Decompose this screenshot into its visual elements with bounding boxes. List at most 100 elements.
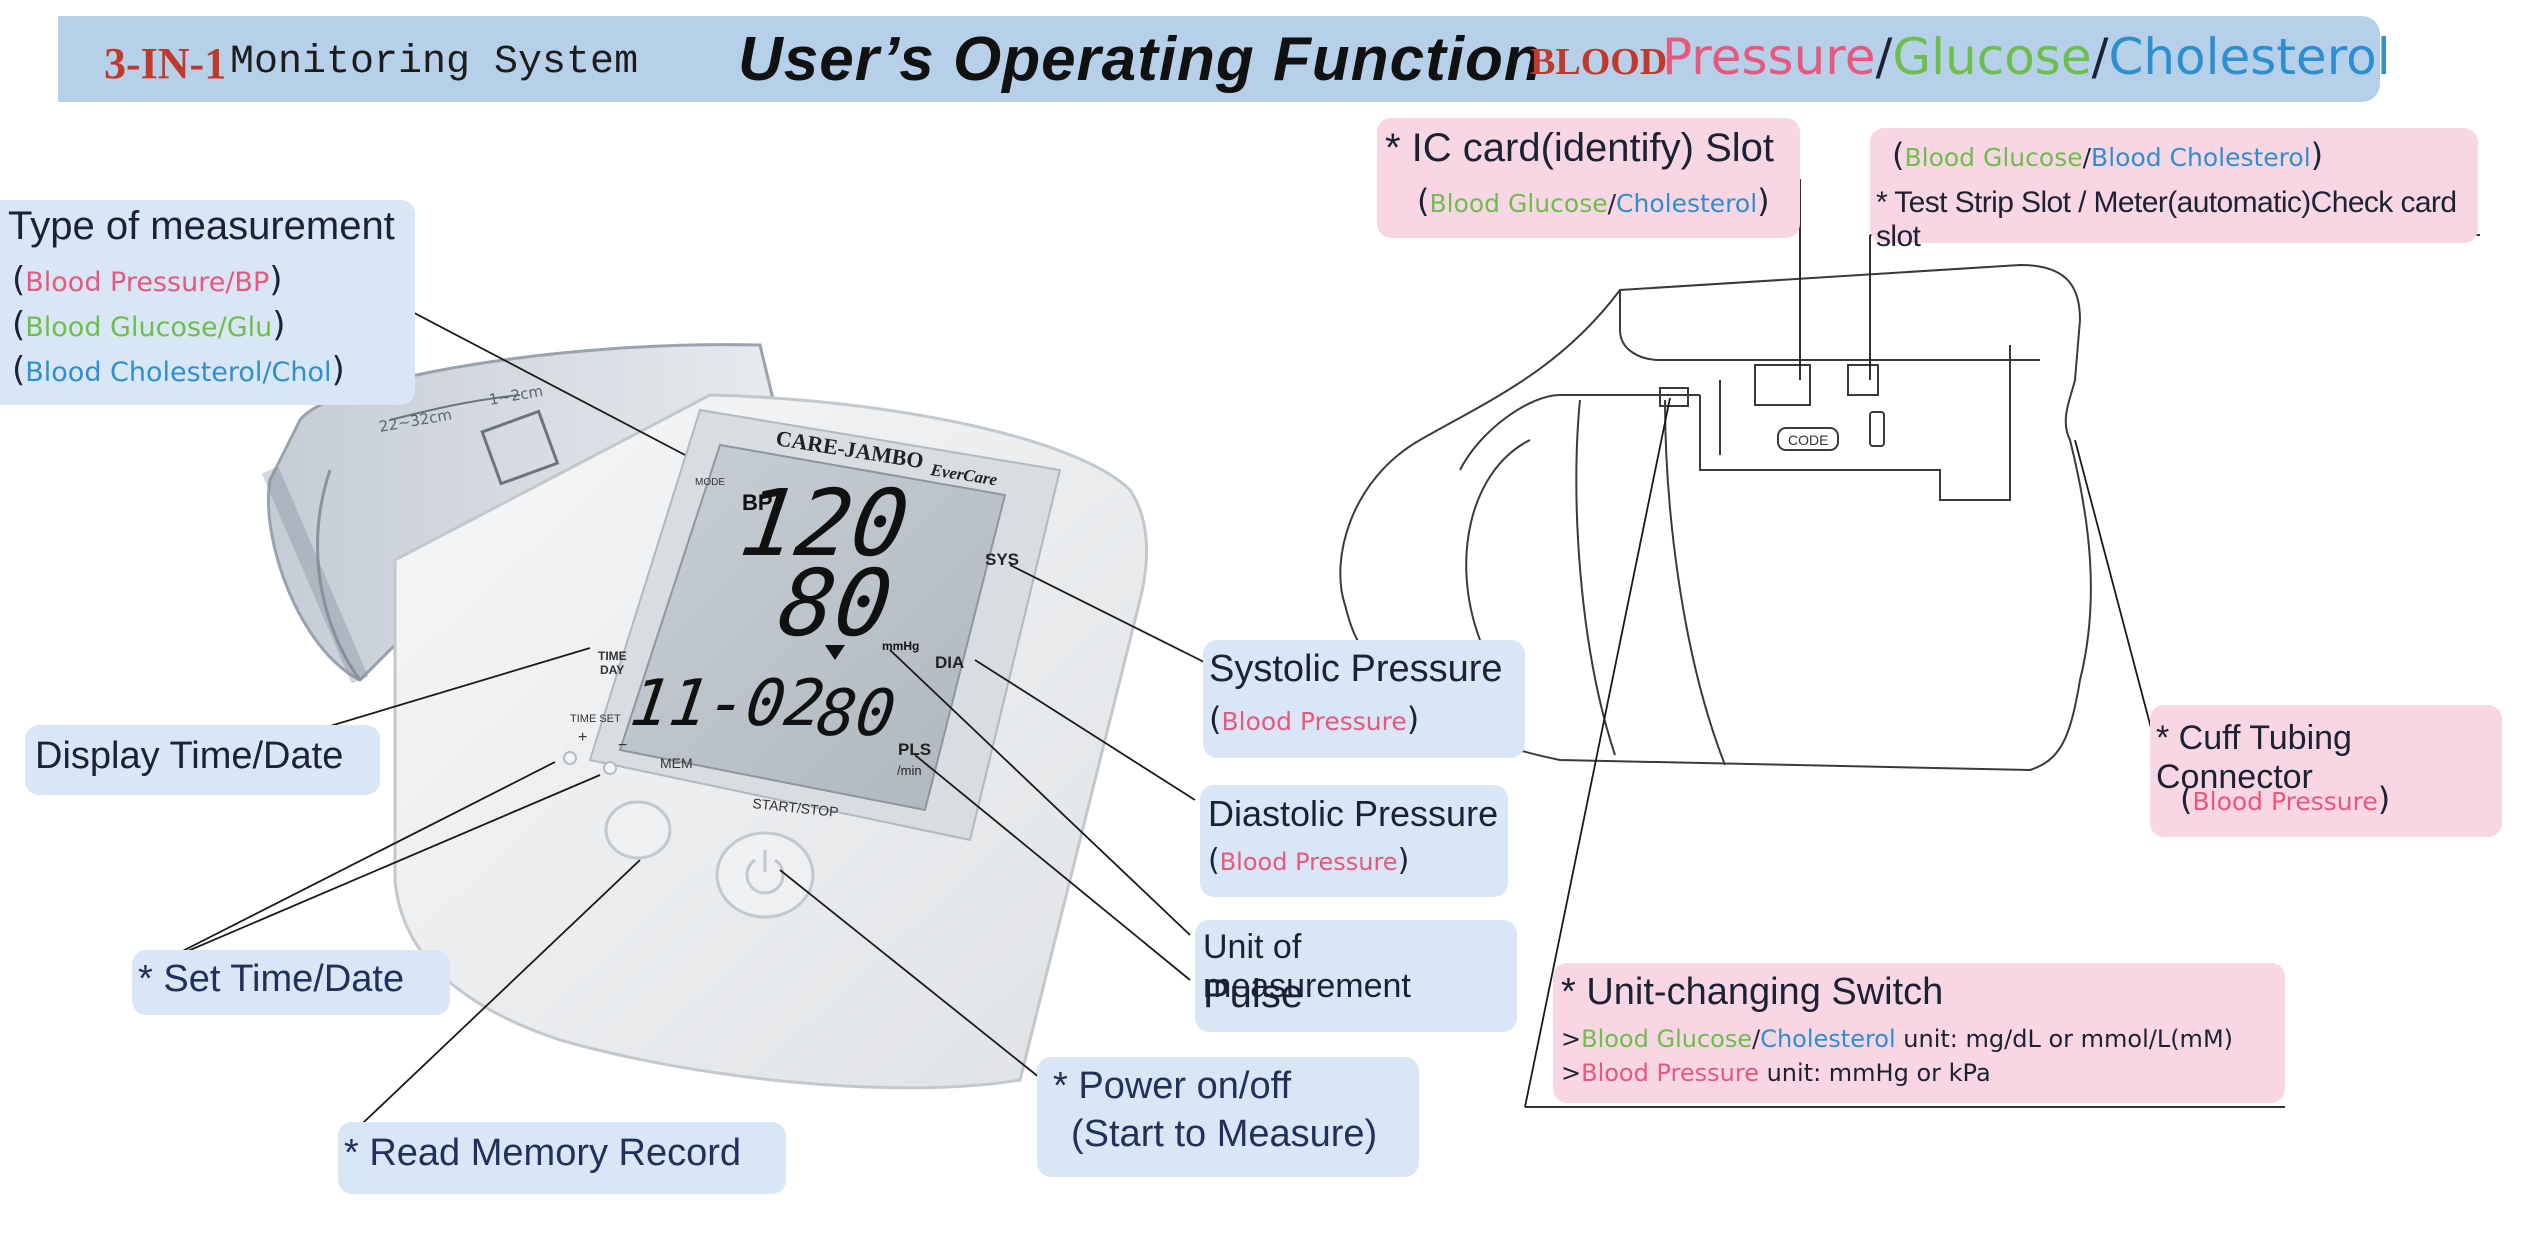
header-measurements: Pressure/Glucose/Cholesterol <box>1662 28 2391 86</box>
systolic-readout: 120 <box>734 469 915 576</box>
pulse-readout: 80 <box>812 676 900 751</box>
callout-power: * Power on/off (Start to Measure) <box>1037 1057 1419 1177</box>
callout-sub-glucose: Blood Glucose <box>1429 189 1608 218</box>
callout-title: * Read Memory Record <box>344 1132 742 1174</box>
paren: ( <box>12 350 26 390</box>
header-banner: 3-IN-1 Monitoring System User’s Operatin… <box>58 16 2391 102</box>
unit-readout: mmHg <box>882 639 919 653</box>
callout-unit-pulse: Unit of measurement Pulse <box>1195 920 1517 1032</box>
callout-sub-label: Blood Pressure <box>1219 848 1398 876</box>
measurement-glu: (Blood Glucose/Glu) <box>12 305 286 345</box>
mem-label: MEM <box>660 755 693 771</box>
header-slash: / <box>2091 28 2109 86</box>
heart-icon <box>825 645 845 660</box>
power-button[interactable] <box>715 831 815 919</box>
measurement-bp-label: Blood Pressure/BP <box>25 267 270 298</box>
measurement-chol-label: Blood Cholesterol/Chol <box>25 357 332 388</box>
paren: ) <box>1397 843 1410 878</box>
callout-title: * IC card(identify) Slot <box>1385 126 1775 170</box>
time-day-label: DAY <box>600 663 624 677</box>
callout-title: Display Time/Date <box>35 735 344 777</box>
paren: ) <box>2310 136 2324 174</box>
code-label: CODE <box>1788 432 1828 448</box>
page-title: User’s Operating Function <box>738 25 1543 94</box>
unit-switch-cholesterol: Cholesterol <box>1760 1025 1896 1053</box>
unit-switch-units-2: unit: mmHg or kPa <box>1758 1059 1991 1087</box>
sys-label: SYS <box>985 550 1019 569</box>
callout-sub: (Blood Pressure) <box>1208 843 1409 878</box>
measurement-glu-label: Blood Glucose/Glu <box>25 312 273 343</box>
callout-title: * Set Time/Date <box>138 958 405 1000</box>
slash: / <box>2082 143 2092 172</box>
pls-label: PLS <box>898 740 931 759</box>
callout-subtitle: (Start to Measure) <box>1071 1113 1378 1155</box>
lcd-screen <box>618 443 1007 812</box>
time-set-plus-button[interactable] <box>563 751 577 765</box>
callout-sub: (Blood Glucose/Blood Cholesterol) <box>1892 136 2323 174</box>
time-day-label: TIME <box>598 649 627 663</box>
dia-label: DIA <box>935 653 964 672</box>
callout-sub: (Blood Pressure) <box>2180 780 2390 818</box>
paren: ( <box>2180 780 2193 818</box>
header-glucose: Glucose <box>1892 28 2092 86</box>
header-slash: / <box>1875 28 1893 86</box>
pls-unit: /min <box>897 763 922 778</box>
callout-title: Type of measurement <box>8 204 395 248</box>
callout-sub-cholesterol: Blood Cholesterol <box>2091 143 2311 172</box>
minus-label: − <box>618 737 627 754</box>
bp-indicator: BP <box>742 490 773 515</box>
power-icon <box>745 850 785 895</box>
brand-suffix: Monitoring System <box>230 40 639 85</box>
unit-switch-pressure: Blood Pressure <box>1581 1059 1759 1087</box>
paren: ( <box>1208 843 1220 878</box>
callout-display-time: Display Time/Date <box>25 725 380 795</box>
header-pressure: Pressure <box>1662 28 1876 86</box>
arrow: > <box>1561 1059 1582 1087</box>
callout-title: Unit of measurement <box>1203 928 1411 1005</box>
arrow: > <box>1561 1025 1582 1053</box>
header-blood-word: BLOOD <box>1530 41 1668 83</box>
unit-switch-line-1: >Blood Glucose/Cholesterol unit: mg/dL o… <box>1561 1025 2233 1053</box>
unit-switch-glucose: Blood Glucose <box>1581 1025 1753 1053</box>
measurement-bp: (Blood Pressure/BP) <box>12 260 283 300</box>
callout-diastolic: Diastolic Pressure (Blood Pressure) <box>1200 785 1508 897</box>
callout-test-strip: (Blood Glucose/Blood Cholesterol) * Test… <box>1870 128 2478 253</box>
slash: / <box>1607 189 1617 218</box>
paren: ( <box>1417 182 1430 220</box>
paren: ( <box>1892 136 1905 174</box>
time-set-label: TIME SET <box>570 713 621 725</box>
callout-title: Diastolic Pressure <box>1208 793 1499 834</box>
paren: ) <box>1406 700 1420 738</box>
paren: ) <box>269 260 283 300</box>
header-cholesterol: Cholesterol <box>2108 28 2391 86</box>
diastolic-readout: 80 <box>773 549 899 656</box>
measurement-chol: (Blood Cholesterol/Chol) <box>12 350 345 390</box>
paren: ) <box>331 350 345 390</box>
callout-title: * Unit-changing Switch <box>1561 971 1944 1013</box>
brand-prefix: 3-IN-1 <box>104 39 227 88</box>
paren: ) <box>1757 182 1770 220</box>
callout-set-time: * Set Time/Date <box>132 950 450 1015</box>
callout-title: Systolic Pressure <box>1209 648 1503 690</box>
plus-label: + <box>578 729 587 746</box>
callout-type-of-measurement: Type of measurement (Blood Pressure/BP) … <box>0 200 415 405</box>
callout-subtitle: Pulse <box>1203 972 1304 1016</box>
callout-sub: (Blood Glucose/Cholesterol) <box>1417 182 1770 220</box>
callout-title: * Test Strip Slot / Meter(automatic)Chec… <box>1876 186 2457 253</box>
callout-title: * Cuff Tubing Connector <box>2156 719 2352 796</box>
callout-read-memory: * Read Memory Record <box>338 1122 786 1194</box>
paren: ( <box>1209 700 1222 738</box>
time-set-minus-button[interactable] <box>603 761 617 775</box>
paren: ( <box>12 260 26 300</box>
paren: ) <box>272 305 286 345</box>
paren: ) <box>2377 780 2391 818</box>
unit-switch-line-2: >Blood Pressure unit: mmHg or kPa <box>1561 1059 1991 1087</box>
time-readout: 11-02 <box>626 666 829 741</box>
callout-ic-card: * IC card(identify) Slot (Blood Glucose/… <box>1377 118 1800 238</box>
paren: ( <box>12 305 26 345</box>
callout-sub-glucose: Blood Glucose <box>1904 143 2083 172</box>
callout-sub-label: Blood Pressure <box>1221 707 1407 736</box>
mem-button[interactable] <box>604 800 672 860</box>
callout-title: * Power on/off <box>1053 1065 1292 1107</box>
callout-sub-cholesterol: Cholesterol <box>1616 189 1758 218</box>
